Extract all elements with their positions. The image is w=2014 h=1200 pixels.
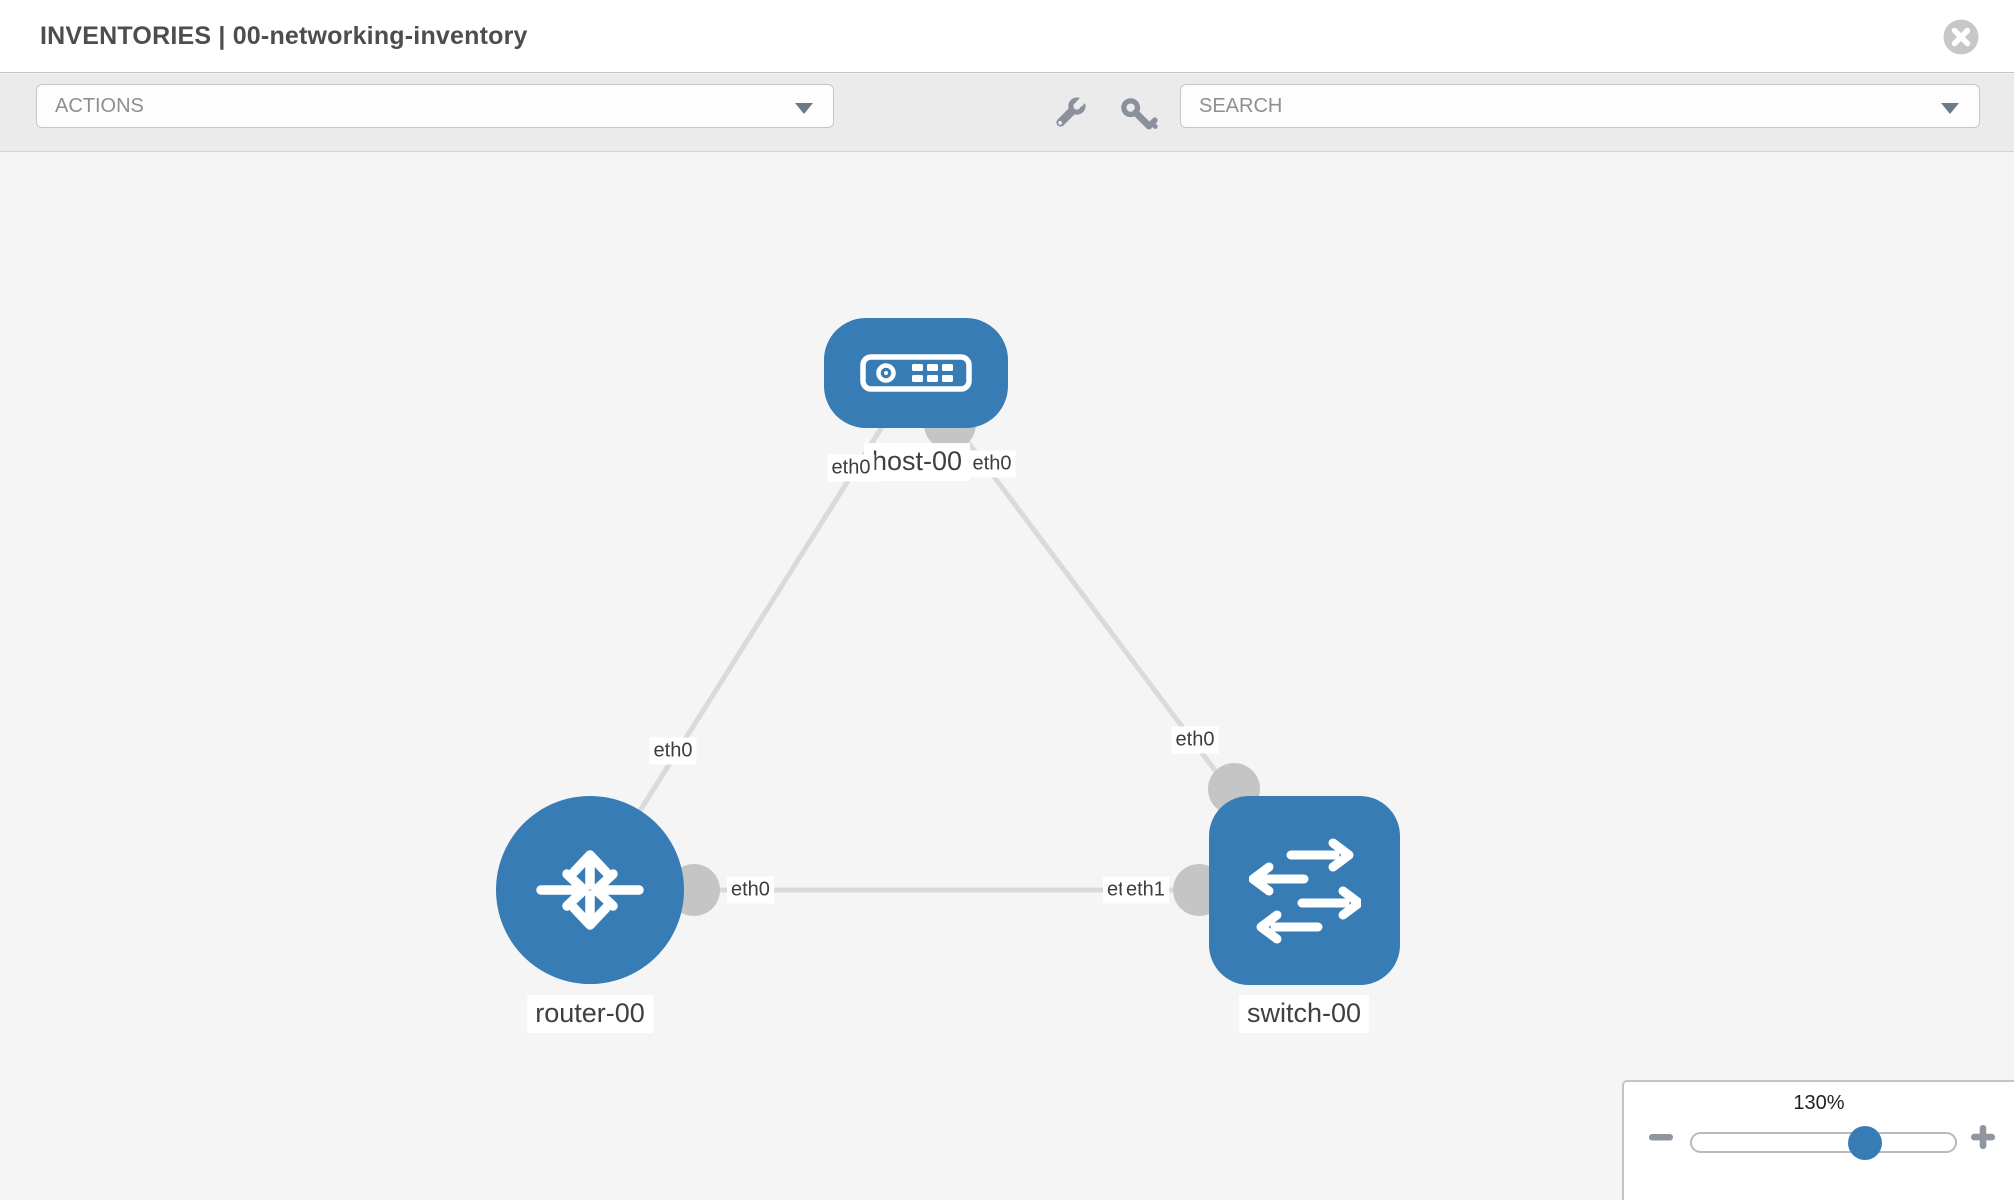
minus-icon [1649, 1134, 1673, 1141]
page-header: INVENTORIES | 00-networking-inventory [0, 0, 2014, 73]
iface-label-switch-eth1: eth1 [1122, 876, 1169, 904]
node-host-00[interactable] [824, 318, 1008, 428]
key-button[interactable] [1117, 94, 1159, 136]
server-icon [860, 354, 972, 392]
close-icon [1943, 19, 1979, 55]
toolbar: ACTIONS SEARCH [0, 74, 2014, 152]
node-switch-00[interactable] [1209, 796, 1400, 985]
chevron-down-icon [795, 103, 813, 114]
zoom-value: 130% [1793, 1092, 1845, 1114]
plus-icon [1971, 1125, 1995, 1149]
actions-dropdown[interactable]: ACTIONS [36, 84, 834, 128]
iface-label-router-eth0-link: eth0 [727, 876, 774, 904]
switch-icon [1248, 838, 1361, 943]
key-icon [1121, 98, 1158, 130]
chevron-down-icon [1941, 103, 1959, 114]
zoom-in-button[interactable] [1966, 1120, 2000, 1154]
zoom-slider-thumb[interactable] [1848, 1126, 1882, 1160]
actions-dropdown-label: ACTIONS [55, 95, 144, 117]
wrench-icon [1056, 95, 1088, 127]
search-dropdown-label: SEARCH [1199, 95, 1283, 117]
search-dropdown[interactable]: SEARCH [1180, 84, 1980, 128]
zoom-slider-track[interactable] [1690, 1126, 1957, 1160]
zoom-out-button[interactable] [1644, 1120, 1678, 1154]
page-title: INVENTORIES | 00-networking-inventory [40, 22, 528, 50]
iface-label-host-eth0-right: eth0 [968, 450, 1016, 478]
iface-label-router-eth0-up: eth0 [649, 737, 697, 765]
iface-label-switch-eth0-top: eth0 [1171, 726, 1219, 754]
node-router-00[interactable] [496, 796, 684, 984]
tools-button[interactable] [1047, 94, 1089, 136]
node-label-host: host-00 [863, 443, 971, 481]
node-label-switch: switch-00 [1238, 995, 1370, 1033]
node-label-router: router-00 [527, 995, 653, 1033]
iface-label-host-eth0-left: eth0 [827, 454, 875, 482]
close-button[interactable] [1943, 19, 1979, 55]
router-icon [536, 850, 644, 930]
